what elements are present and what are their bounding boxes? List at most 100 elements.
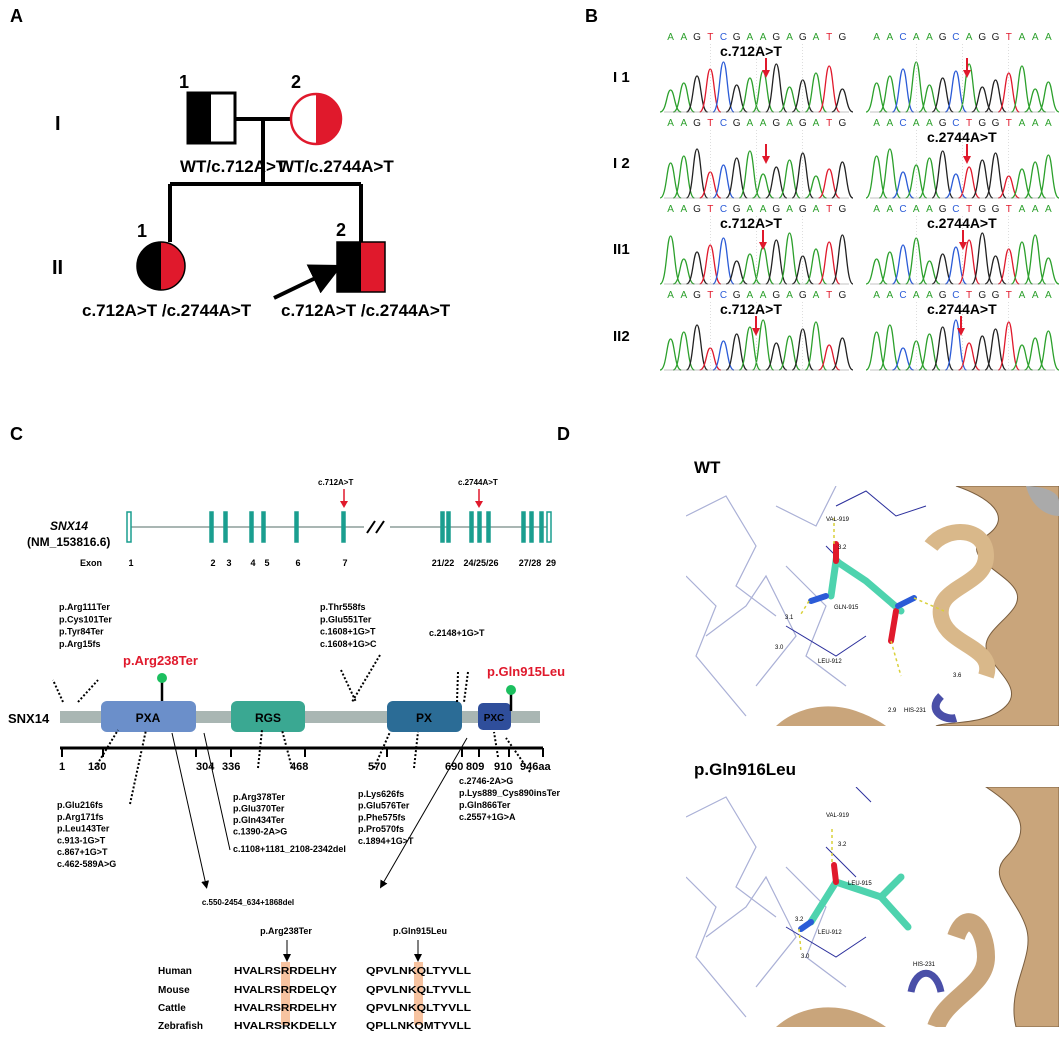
sanger-base: A bbox=[667, 118, 674, 129]
sanger-base: A bbox=[913, 32, 920, 43]
sanger-peak bbox=[971, 159, 994, 199]
sanger-peak bbox=[831, 88, 854, 113]
sanger-peak bbox=[831, 161, 854, 199]
exon-boxes bbox=[126, 511, 552, 543]
sanger-base: T bbox=[826, 290, 832, 301]
sanger-base: T bbox=[966, 118, 972, 129]
sanger-peak bbox=[865, 258, 888, 285]
sanger-peak bbox=[739, 253, 761, 285]
wt-label-leu912: LEU-912 bbox=[818, 659, 842, 665]
pedigree-i2-circle bbox=[289, 92, 343, 146]
panel-a: A I II 1 WT/c.712A>T 2 WT/c.2744A>T bbox=[10, 6, 451, 320]
wt-dist-1: 3.2 bbox=[838, 545, 847, 551]
pin-gln915-head-icon bbox=[506, 685, 516, 695]
sanger-base: A bbox=[926, 290, 933, 301]
sanger-peak bbox=[984, 328, 1007, 371]
sanger-peak bbox=[1010, 241, 1034, 285]
sanger-row-label: I 1 bbox=[613, 69, 630, 86]
sanger-base: G bbox=[839, 290, 847, 301]
sanger-base: A bbox=[786, 118, 793, 129]
sanger-base: A bbox=[747, 118, 754, 129]
gene-break-mark-2 bbox=[375, 520, 385, 534]
variant-item: c.1390-2A>G bbox=[233, 827, 287, 837]
highlight-gln915leu: p.Gln915Leu bbox=[487, 664, 565, 679]
domain-pxc-label: PXC bbox=[484, 713, 505, 724]
sanger-peak bbox=[817, 65, 841, 113]
sanger-peak bbox=[672, 331, 695, 371]
sanger-variant-left: c.712A>T bbox=[720, 301, 782, 317]
sanger-peak bbox=[765, 166, 788, 199]
proband-arrow-icon bbox=[273, 264, 343, 300]
sanger-base: A bbox=[760, 290, 767, 301]
sanger-peak bbox=[765, 63, 788, 113]
sanger-base: G bbox=[772, 204, 780, 215]
sanger-base: A bbox=[680, 290, 687, 301]
pedigree-i1-number: 1 bbox=[179, 72, 189, 92]
species-seq-right: QPVLNKQLTYVLL bbox=[366, 985, 471, 996]
sanger-base: T bbox=[826, 118, 832, 129]
sanger-base: T bbox=[707, 32, 713, 43]
sanger-base: A bbox=[966, 32, 973, 43]
pedigree-i2-genotype: WT/c.2744A>T bbox=[278, 157, 394, 176]
species-name: Cattle bbox=[158, 1003, 186, 1014]
sanger-peak bbox=[944, 70, 968, 113]
sanger-base: A bbox=[1045, 204, 1052, 215]
exon-number: 29 bbox=[546, 558, 556, 568]
variant-item: p.Glu576Ter bbox=[358, 801, 410, 811]
sanger-base: A bbox=[1045, 118, 1052, 129]
gene-transcript: (NM_153816.6) bbox=[27, 535, 110, 549]
sanger-base: A bbox=[680, 118, 687, 129]
exon-number: 2 bbox=[210, 558, 215, 568]
species-seq-left: HVALRSRRDELHY bbox=[234, 1003, 337, 1014]
sanger-peak bbox=[957, 63, 981, 113]
sanger-peak bbox=[971, 335, 994, 371]
sanger-base: C bbox=[720, 32, 727, 43]
variant-item: p.Glu216fs bbox=[57, 800, 103, 810]
sanger-peak bbox=[891, 68, 915, 113]
sanger-variant-right: c.2744A>T bbox=[927, 129, 997, 145]
wt-dist-4: 2.9 bbox=[888, 708, 897, 714]
sanger-peak bbox=[791, 152, 814, 199]
sanger-base: G bbox=[992, 204, 1000, 215]
sanger-peak bbox=[931, 77, 954, 113]
sanger-base: G bbox=[839, 118, 847, 129]
sanger-base: C bbox=[899, 204, 906, 215]
sanger-base: T bbox=[707, 204, 713, 215]
variant-item: p.Leu143Ter bbox=[57, 824, 110, 834]
exon-number: 21/22 bbox=[432, 558, 455, 568]
sanger-base: G bbox=[799, 32, 807, 43]
exon-number: 1 bbox=[128, 558, 133, 568]
sanger-peak bbox=[1011, 168, 1033, 199]
sanger-base: A bbox=[1019, 118, 1026, 129]
sanger-base: C bbox=[720, 204, 727, 215]
sanger-peak bbox=[659, 235, 682, 285]
structure-mut-image bbox=[686, 787, 1059, 1027]
sanger-base: T bbox=[826, 204, 832, 215]
sanger-base: A bbox=[913, 204, 920, 215]
sanger-base: A bbox=[667, 290, 674, 301]
exon-box bbox=[249, 511, 254, 543]
sanger-base: C bbox=[899, 32, 906, 43]
sanger-arrowhead-icon bbox=[963, 156, 971, 164]
sanger-base: G bbox=[839, 32, 847, 43]
axis-tick-label: 690 bbox=[445, 761, 463, 773]
exon-box bbox=[126, 511, 132, 543]
sanger-base: G bbox=[978, 32, 986, 43]
variant-item: c.1894+1G>T bbox=[358, 836, 414, 846]
sanger-peak bbox=[1037, 154, 1059, 199]
sanger-peak bbox=[878, 324, 902, 371]
pedigree-i1-genotype: WT/c.712A>T bbox=[180, 157, 287, 176]
axis-tick-label: 910 bbox=[494, 761, 512, 773]
sanger-base: C bbox=[952, 204, 959, 215]
sanger-base: G bbox=[978, 204, 986, 215]
mut-dist-2: 3.2 bbox=[795, 917, 804, 923]
arrow-to-conservation-icon bbox=[379, 737, 468, 889]
sanger-peak bbox=[751, 70, 775, 113]
sanger-peak bbox=[686, 251, 708, 285]
variant-lists: p.Arg111Terp.Cys101Terp.Tyr84Terp.Arg15f… bbox=[57, 602, 561, 869]
exon-box bbox=[440, 511, 445, 543]
sanger-variant-right: c.2744A>T bbox=[927, 301, 997, 317]
